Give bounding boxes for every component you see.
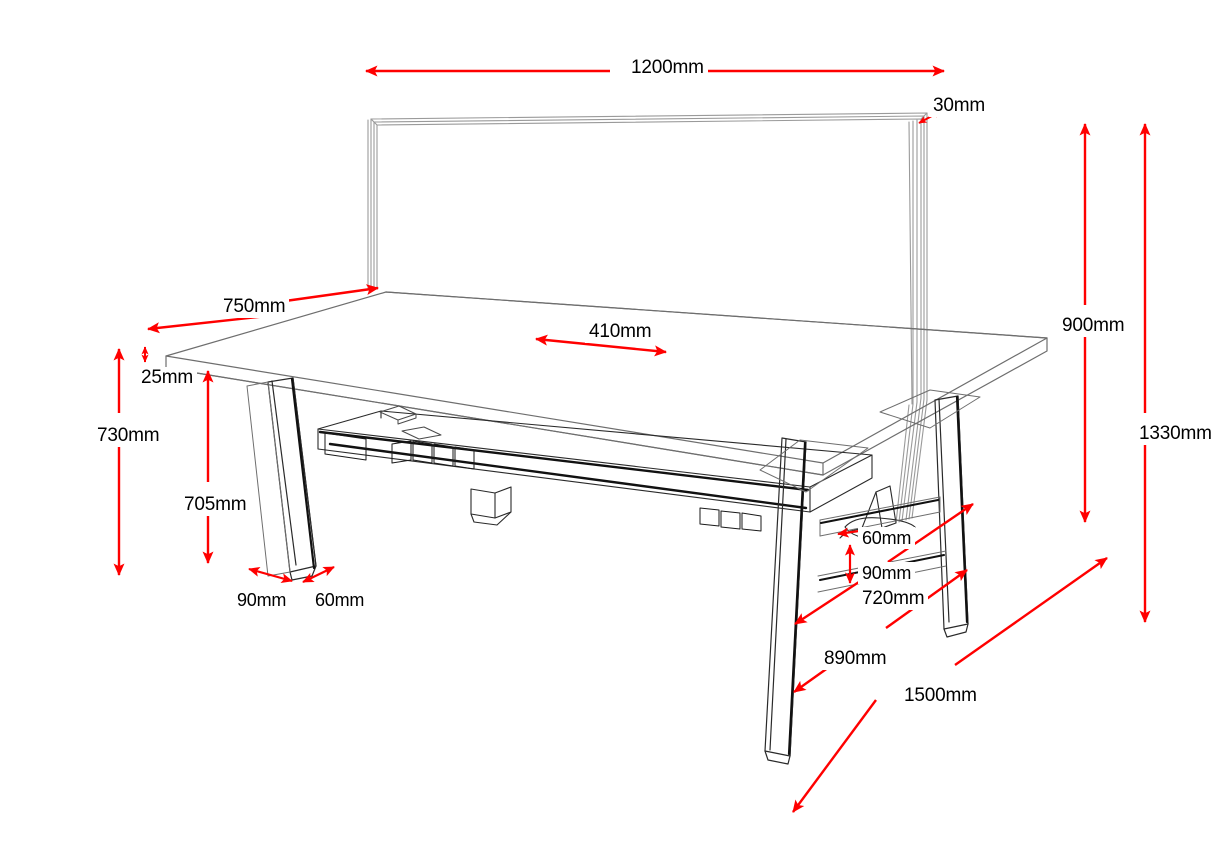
cable-beam: [317, 410, 873, 513]
desk-leg-left-rear: [246, 381, 291, 577]
dim-label-width-overall: 1200mm: [627, 57, 708, 79]
dim-line-60-leg: [302, 566, 335, 583]
desk-geometry: [165, 112, 1048, 765]
dim-line-750-b: [277, 284, 379, 304]
dim-line-410: [535, 334, 667, 357]
dim-label-beam-span: 720mm: [858, 588, 929, 610]
dim-line-720-b: [887, 503, 974, 563]
dim-line-1500-b: [954, 557, 1108, 666]
cable-port: [379, 405, 442, 440]
cable-tray-slots: [324, 432, 762, 532]
dim-label-desk-height: 730mm: [93, 425, 164, 447]
dim-line-90-leg: [248, 566, 293, 584]
dim-label-top-thickness: 25mm: [137, 367, 197, 389]
dim-label-overall-diagonal: 1500mm: [900, 685, 981, 707]
dim-label-leg-height: 705mm: [180, 494, 251, 516]
desk-leg-left-edge: [290, 377, 316, 570]
dim-line-720: [794, 578, 863, 626]
dim-label-frame-setback: 60mm: [858, 527, 916, 549]
dim-label-screen-top-height: 900mm: [1058, 315, 1129, 337]
dim-label-total-height: 1330mm: [1135, 423, 1214, 445]
center-support-foot: [470, 486, 512, 526]
dim-label-leg-width: 60mm: [311, 589, 369, 611]
dim-label-depth-overall: 750mm: [219, 296, 290, 318]
privacy-screen: [367, 112, 928, 524]
dim-label-leg-depth: 90mm: [233, 589, 291, 611]
desk-leg-left: [267, 377, 317, 581]
dimension-arrows: [113, 65, 1151, 813]
top-brackets: [759, 389, 981, 493]
dim-label-foot-span: 890mm: [820, 648, 891, 670]
dim-label-screen-offset: 410mm: [585, 321, 656, 343]
desk-leg-right-front-edge: [787, 441, 807, 756]
dim-line-1500: [792, 699, 877, 813]
dim-label-screen-thickness: 30mm: [929, 95, 989, 117]
dim-label-beam-height: 90mm: [858, 562, 916, 584]
cable-beam-shadow: [318, 430, 810, 510]
